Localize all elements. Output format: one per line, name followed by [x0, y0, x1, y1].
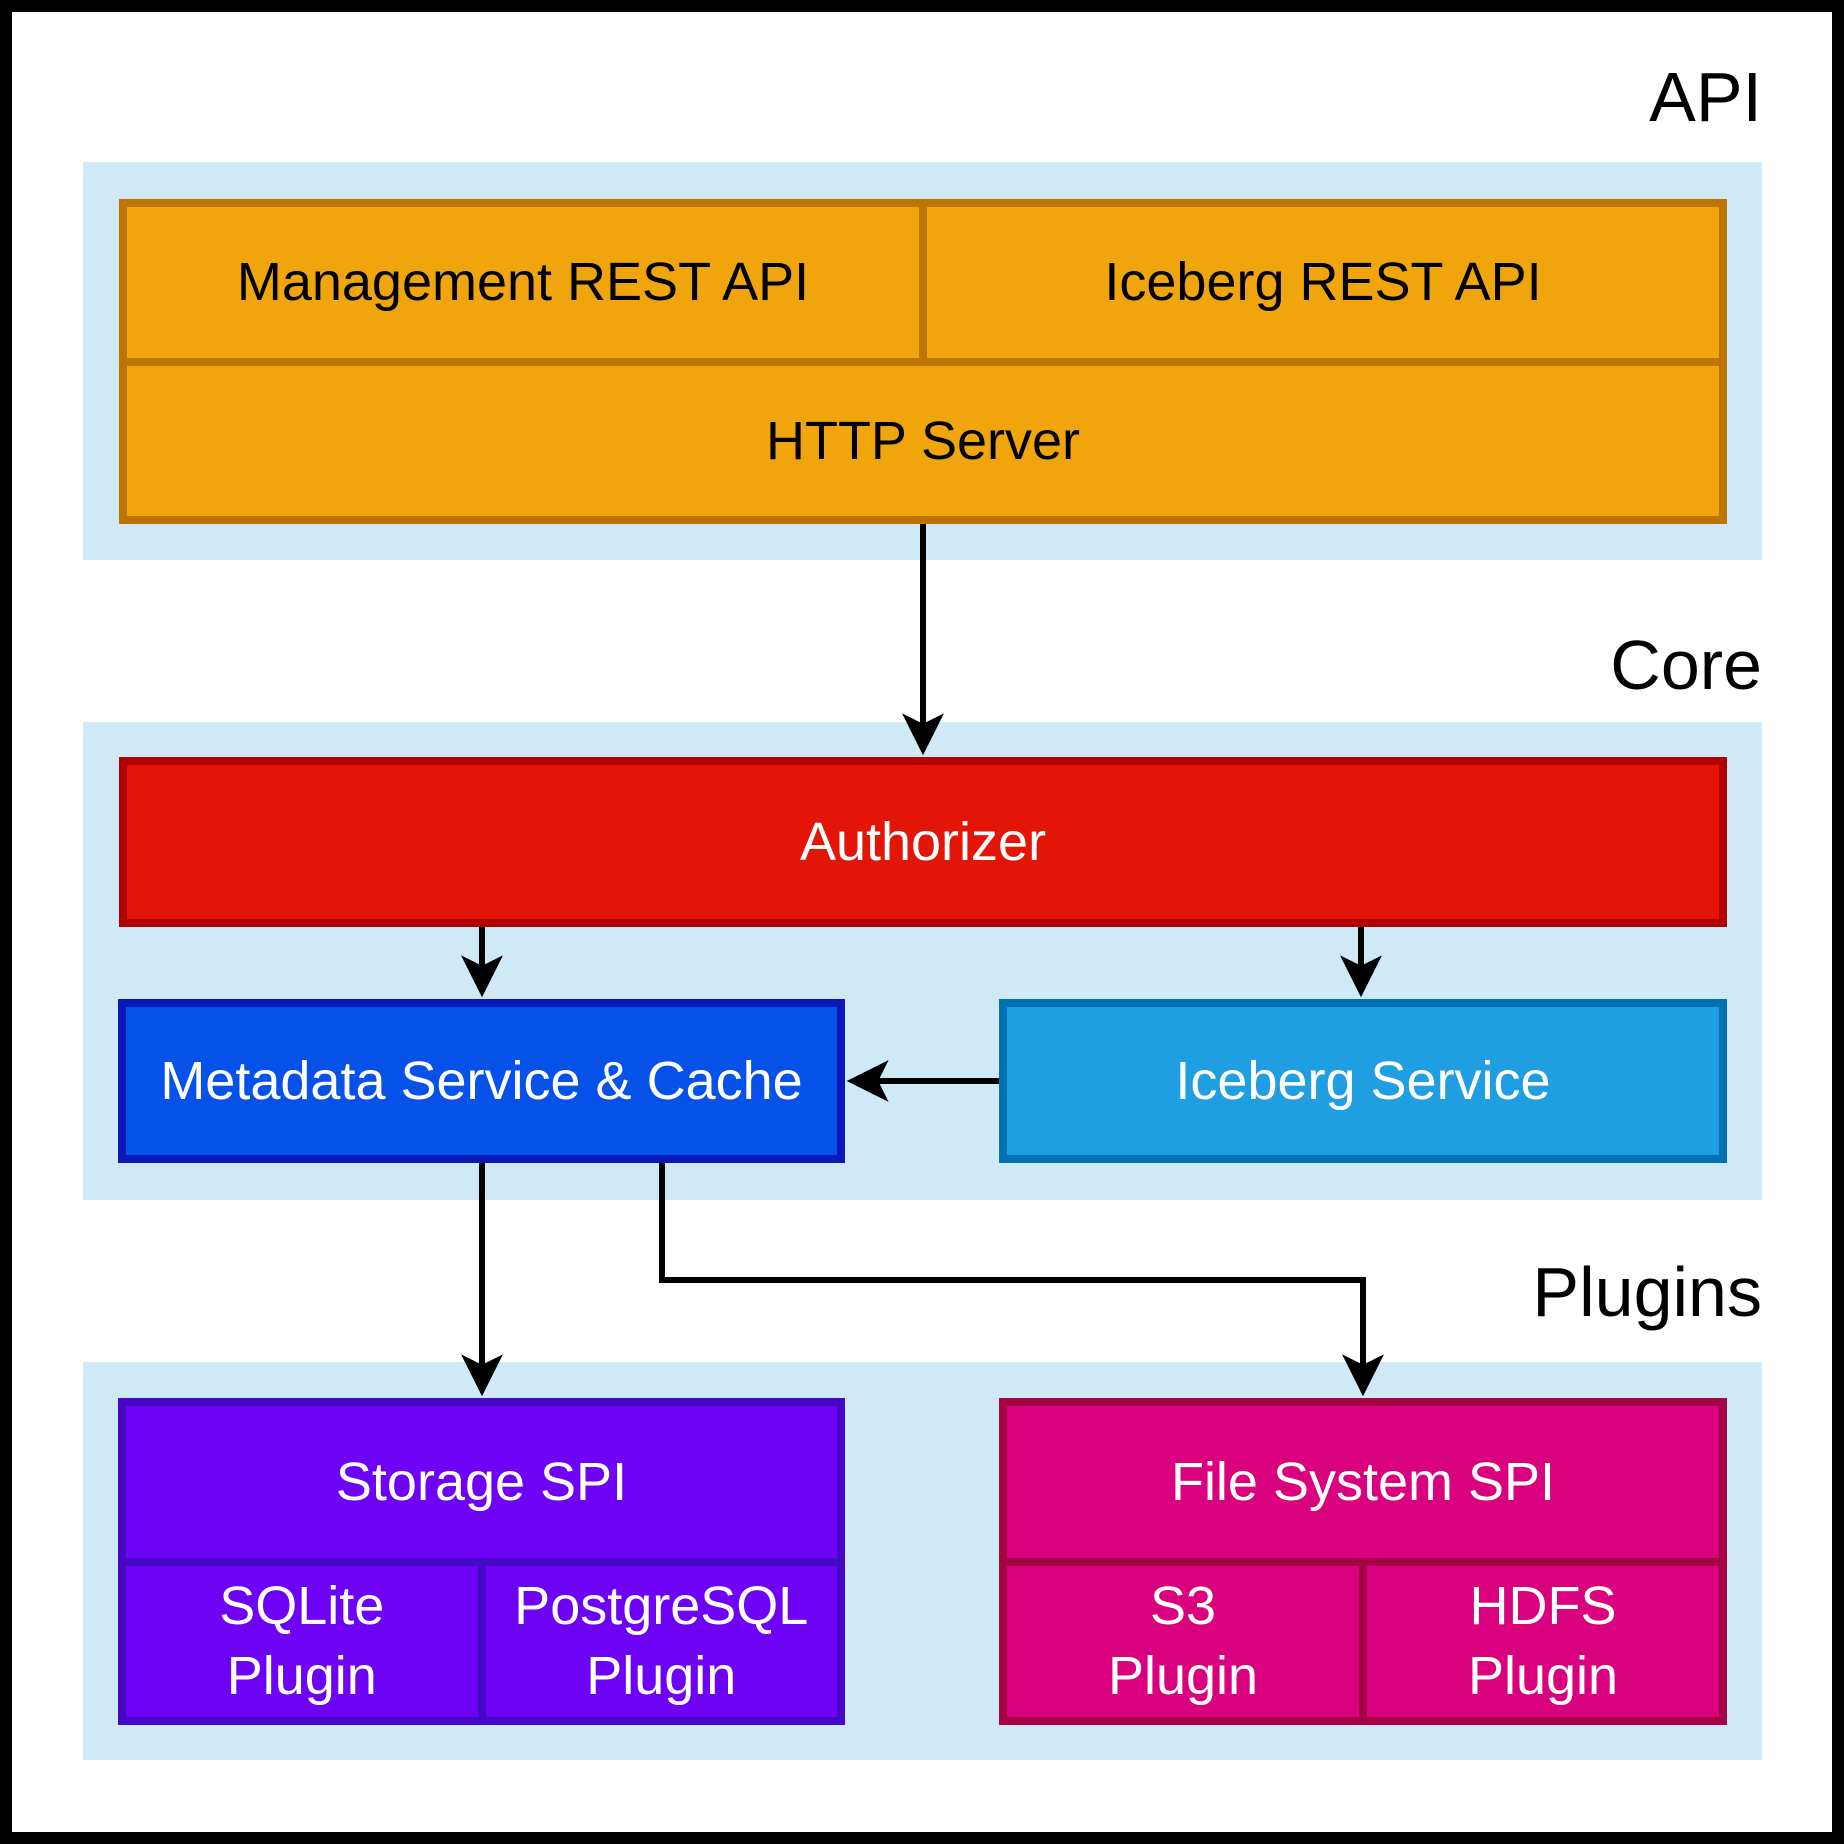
section-label-core: Core — [1610, 626, 1762, 704]
section-label-api: API — [1649, 58, 1762, 136]
file-system-spi-group: File System SPI S3 Plugin HDFS Plugin — [999, 1398, 1727, 1725]
node-postgresql-plugin: PostgreSQL Plugin — [485, 1565, 837, 1717]
node-management-rest-api: Management REST API — [127, 207, 919, 358]
node-sqlite-plugin: SQLite Plugin — [126, 1565, 478, 1717]
node-iceberg-rest-api: Iceberg REST API — [927, 207, 1719, 358]
node-http-server: HTTP Server — [127, 365, 1719, 516]
node-iceberg-service: Iceberg Service — [999, 999, 1727, 1163]
section-label-plugins: Plugins — [1532, 1253, 1762, 1331]
storage-spi-group: Storage SPI SQLite Plugin PostgreSQL Plu… — [118, 1398, 845, 1725]
node-file-system-spi: File System SPI — [1007, 1406, 1719, 1558]
node-storage-spi: Storage SPI — [126, 1406, 837, 1558]
node-metadata-service-cache: Metadata Service & Cache — [118, 999, 845, 1163]
node-hdfs-plugin: HDFS Plugin — [1367, 1565, 1719, 1717]
node-authorizer: Authorizer — [119, 757, 1727, 927]
api-group: Management REST API Iceberg REST API HTT… — [119, 199, 1727, 524]
node-s3-plugin: S3 Plugin — [1007, 1565, 1359, 1717]
